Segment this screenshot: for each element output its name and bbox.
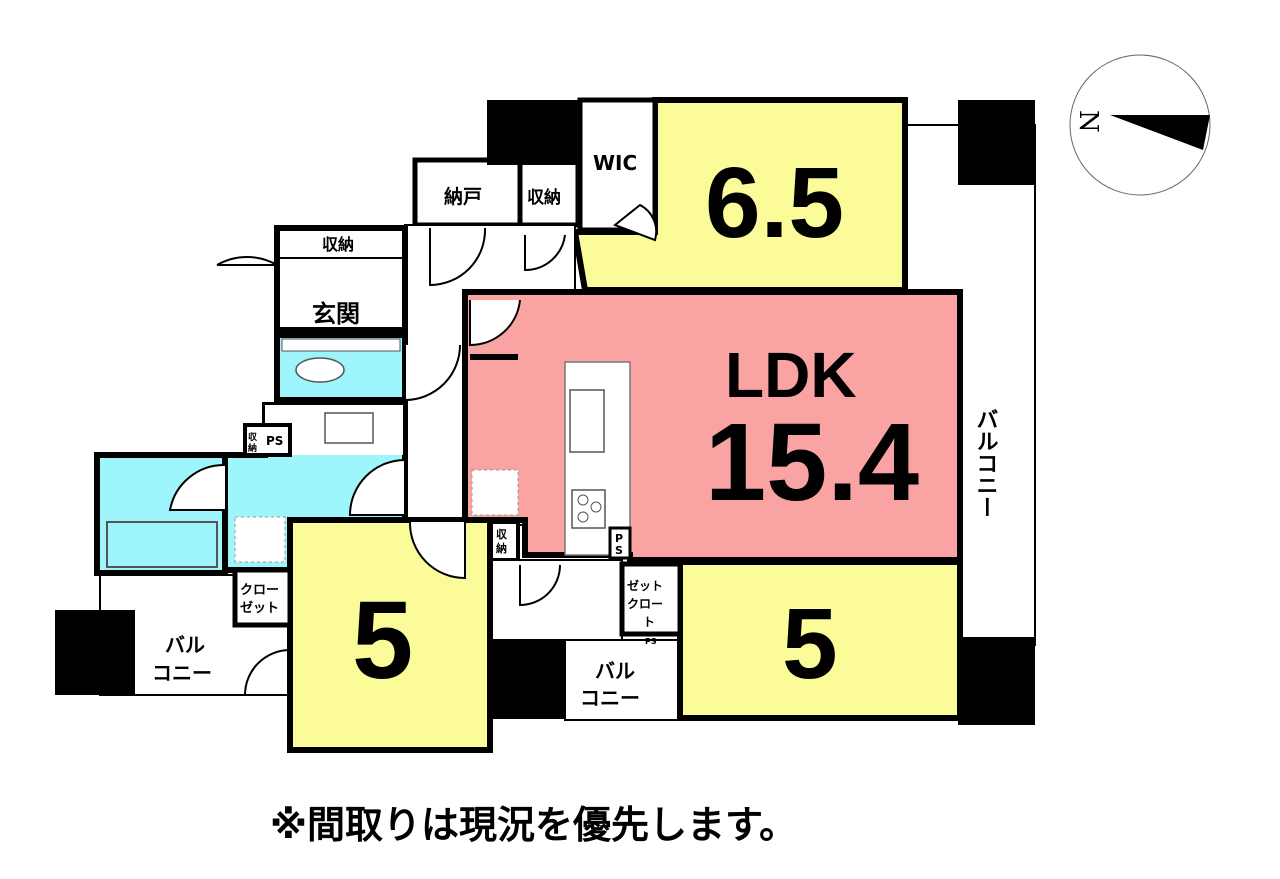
balcony-west-label-1: バル	[165, 633, 205, 657]
ps-ldk-label-1: P	[615, 532, 623, 545]
balcony-west-label-2: コニー	[152, 661, 212, 685]
ps-se-label: PS	[645, 637, 657, 646]
room-label-6.5: 6.5	[705, 147, 844, 259]
pillar	[487, 100, 580, 165]
pillar	[958, 637, 1035, 725]
storage-ldk-label-2: 納	[496, 541, 507, 555]
hall-middle	[489, 559, 623, 641]
pillar	[487, 637, 565, 719]
closet-se	[619, 561, 683, 637]
wic-door	[613, 203, 658, 242]
wic-label: WIC	[593, 151, 637, 175]
closet-sw-label-2: ゼット	[240, 600, 279, 616]
balcony-middle	[564, 639, 681, 721]
entrance-label: 玄関	[312, 300, 360, 328]
ldk-label: LDK	[725, 339, 857, 411]
closet-se-label-1: ゼット	[627, 578, 663, 593]
balcony-middle-label-2: コニー	[580, 686, 640, 710]
pillar	[55, 610, 135, 695]
ps-washroom	[243, 423, 292, 457]
storage-ldk-label-1: 収	[496, 528, 508, 541]
ldk-size: 15.4	[705, 401, 919, 524]
room-label-se: 5	[782, 588, 838, 700]
sink-icon	[569, 389, 605, 453]
layout-note: ※間取りは現況を優先します。	[270, 803, 797, 847]
compass-label: N	[1073, 110, 1103, 133]
compass-north-icon: N	[1069, 54, 1211, 196]
storage-label: 収納	[527, 187, 561, 208]
bathtub-icon	[106, 521, 218, 568]
nando-label: 納戸	[444, 185, 482, 208]
closet-sw	[232, 567, 293, 628]
room-western-se	[677, 559, 963, 721]
entrance	[274, 225, 408, 333]
storage-entrance-label: 収納	[322, 235, 354, 254]
balcony-east-label: バルコニー	[973, 408, 998, 518]
room-label-sw: 5	[352, 579, 413, 702]
closet-sw-label-1: クロー	[240, 583, 279, 598]
ps-ldk	[608, 526, 632, 560]
ps-label: PS	[266, 434, 283, 448]
wic-room	[577, 97, 658, 233]
closet-se-label-3: ト	[643, 615, 655, 629]
closet-se-label-2: クロー	[627, 597, 663, 611]
toilet-icon	[295, 357, 345, 383]
storage-small-label-2: 納	[248, 442, 257, 454]
washbasin-icon	[324, 412, 374, 444]
storage-small-label-1: 収	[248, 431, 258, 443]
stove-icon	[571, 489, 606, 529]
balcony-middle-label-1: バル	[595, 659, 635, 683]
pillar	[958, 100, 1035, 185]
ps-ldk-label-2: S	[615, 544, 623, 557]
